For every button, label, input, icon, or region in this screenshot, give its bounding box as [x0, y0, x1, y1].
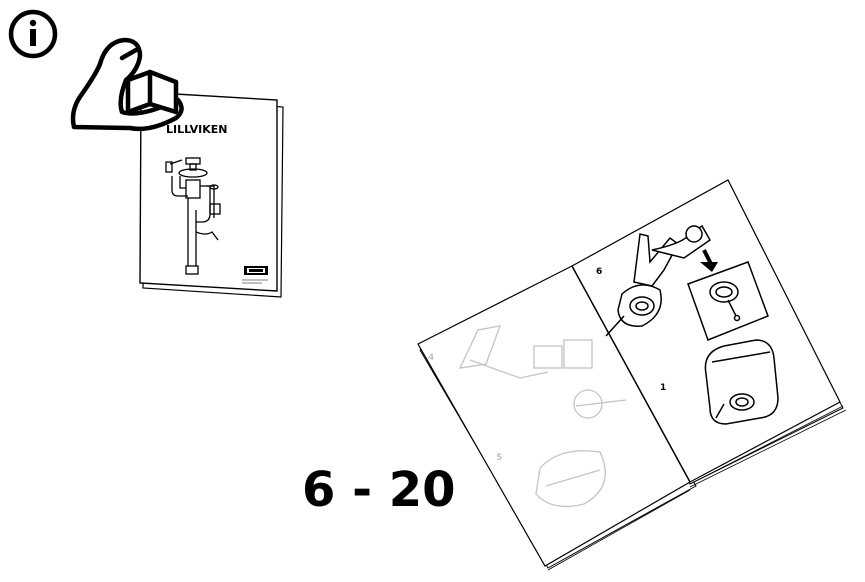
open-booklet: 4 5 6 1: [417, 179, 847, 571]
person-reading-manual-icon: [70, 37, 184, 132]
arrow-down-icon: [700, 249, 718, 272]
left-page-step-bottom: 5: [496, 453, 502, 463]
manual-title: LILLVIKEN: [166, 123, 227, 136]
left-page-step-top: 4: [428, 353, 434, 363]
right-page-step-top: 6: [596, 267, 602, 277]
ikea-logo-icon: [242, 266, 268, 284]
closed-manual: LILLVIKEN: [139, 91, 284, 298]
drain-detail-box: [687, 261, 769, 341]
sink-basin-illustration: [704, 339, 779, 425]
sink-drain-illustration: [165, 157, 221, 275]
page-range-label: 6 - 20: [302, 462, 456, 518]
info-circle-icon: [8, 9, 58, 59]
left-page-content: [458, 325, 627, 508]
hand-drain-illustration: [605, 224, 711, 337]
right-page-step-bottom: 1: [660, 383, 666, 393]
